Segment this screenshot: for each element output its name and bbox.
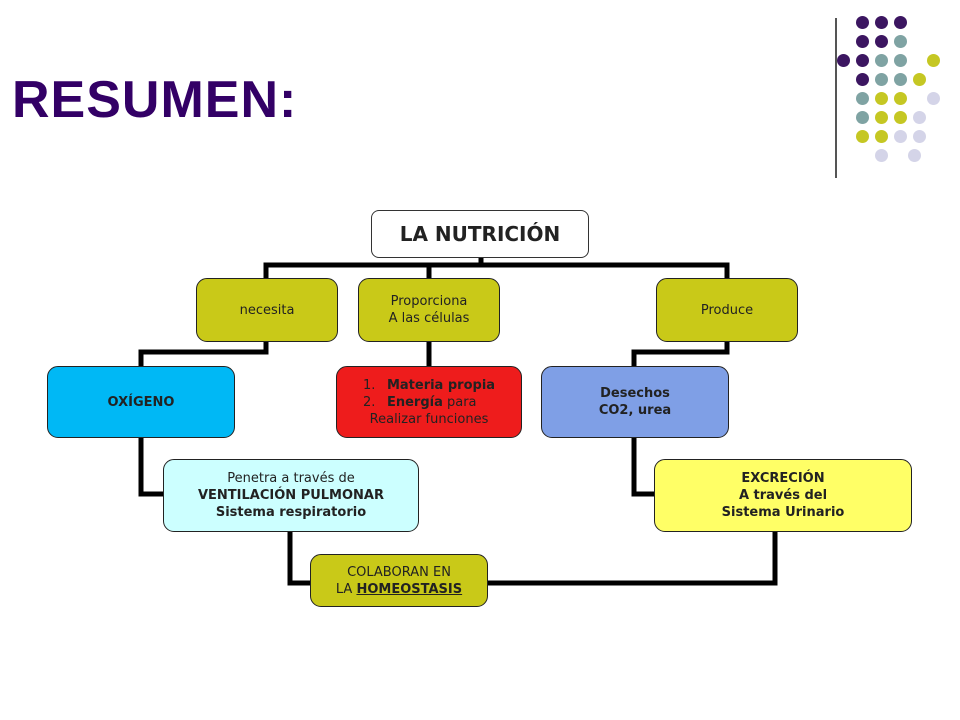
node-label-homeostasis: HOMEOSTASIS: [356, 581, 463, 597]
node-penetra: Penetra a través de VENTILACIÓN PULMONAR…: [163, 459, 419, 532]
list-text-bold: Energía: [386, 394, 443, 410]
node-excrecion: EXCRECIÓN A través del Sistema Urinario: [654, 459, 912, 532]
list-number: 2.: [362, 394, 376, 410]
node-label-line2: A través del: [738, 488, 828, 503]
node-label-line3: Realizar funciones: [369, 411, 489, 427]
connector-necesita-oxigeno: [138, 340, 269, 370]
list-item-2: 2. Energía para: [363, 394, 495, 411]
node-label: necesita: [239, 302, 295, 318]
list-text: Materia propia: [386, 377, 496, 393]
connector-penetra-colaboran: [287, 530, 312, 586]
node-label: Produce: [700, 302, 754, 318]
node-colaboran-homeostasis: COLABORAN EN LA HOMEOSTASIS: [310, 554, 488, 607]
node-label-line2: VENTILACIÓN PULMONAR: [197, 488, 384, 503]
node-produce: Produce: [656, 278, 798, 342]
connector-desechos-excrecion: [631, 435, 658, 497]
list-number: 1.: [362, 377, 376, 393]
connector-root-bus: [263, 262, 730, 287]
node-label-line3: Sistema respiratorio: [215, 505, 367, 520]
node-label-line1: Proporciona: [390, 294, 468, 309]
connector-produce-desechos: [631, 340, 730, 370]
list-item-1: 1. Materia propia: [363, 377, 495, 394]
node-materia-energia: 1. Materia propia 2. Energía para Realizar…: [336, 366, 522, 438]
node-label-line1: COLABORAN EN: [347, 564, 451, 580]
node-label-line1: Desechos: [600, 386, 670, 401]
node-label-prefix: LA: [335, 581, 357, 597]
node-label: OXÍGENO: [107, 394, 175, 410]
node-oxigeno: OXÍGENO: [47, 366, 235, 438]
node-proporciona: Proporciona A las células: [358, 278, 500, 342]
decorative-divider: [835, 18, 837, 178]
connector-excrecion-colaboran: [485, 530, 778, 586]
node-label-line2: CO2, urea: [598, 403, 672, 418]
node-la-nutricion: LA NUTRICIÓN: [371, 210, 589, 258]
node-label-line1: EXCRECIÓN: [741, 471, 825, 486]
node-label-line1: Penetra a través de: [227, 471, 355, 486]
slide-title: RESUMEN:: [12, 71, 298, 129]
list-text-rest: para: [442, 394, 477, 410]
connector-oxigeno-penetra: [138, 435, 167, 497]
node-desechos: Desechos CO2, urea: [541, 366, 729, 438]
node-list: 1. Materia propia 2. Energía para: [363, 377, 495, 411]
node-necesita: necesita: [196, 278, 338, 342]
node-label-line2: LA HOMEOSTASIS: [336, 581, 462, 598]
node-label: LA NUTRICIÓN: [399, 221, 561, 246]
node-label-line3: Sistema Urinario: [721, 505, 845, 520]
node-label-line2: A las células: [388, 311, 470, 326]
